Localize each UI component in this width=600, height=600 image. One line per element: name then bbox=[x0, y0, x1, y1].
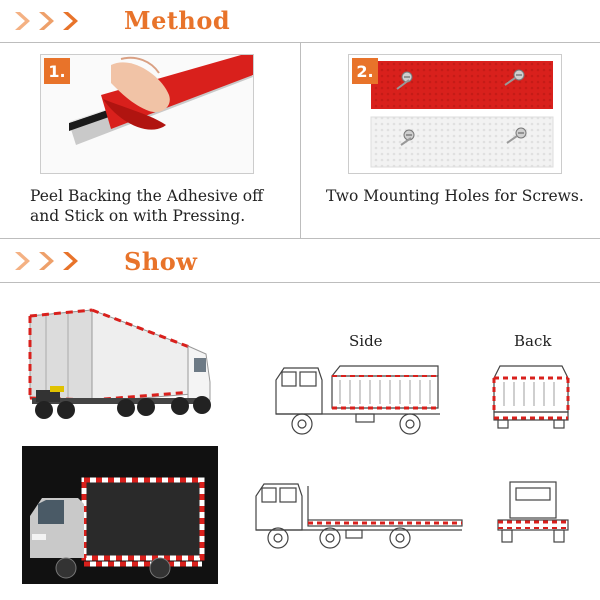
truck-icon bbox=[22, 446, 218, 584]
chevron-right-icon bbox=[39, 12, 54, 30]
step-number-badge: 2. bbox=[352, 58, 378, 84]
box-truck-photo bbox=[22, 302, 218, 426]
divider bbox=[300, 42, 301, 238]
side-view-label: Side bbox=[349, 332, 383, 350]
method-arrows bbox=[12, 10, 82, 32]
chevron-right-icon bbox=[63, 12, 78, 30]
step-1-caption-line-1: Peel Backing the Adhesive off bbox=[30, 187, 264, 205]
divider bbox=[0, 238, 600, 239]
step-number-badge: 1. bbox=[44, 58, 70, 84]
reflector-plates-illustration bbox=[370, 61, 554, 168]
step-1-caption-line-2: and Stick on with Pressing. bbox=[30, 207, 246, 225]
step-2-photo bbox=[348, 54, 562, 174]
step-1-photo bbox=[40, 54, 254, 174]
method-title: Method bbox=[124, 6, 231, 35]
flatbed-truck-back-diagram bbox=[492, 476, 574, 552]
dump-truck-side-diagram bbox=[270, 356, 446, 440]
divider bbox=[0, 282, 600, 283]
truck-icon bbox=[255, 483, 463, 549]
truck-icon bbox=[28, 308, 211, 419]
screw-icon bbox=[506, 127, 527, 144]
truck-icon bbox=[275, 365, 440, 435]
screw-icon bbox=[396, 71, 413, 90]
back-view-label: Back bbox=[514, 332, 552, 350]
night-truck-photo bbox=[22, 446, 218, 584]
step-2-caption: Two Mounting Holes for Screws. bbox=[326, 187, 584, 205]
truck-icon bbox=[497, 481, 569, 543]
chevron-right-icon bbox=[15, 252, 30, 270]
show-arrows bbox=[12, 250, 82, 272]
truck-icon bbox=[492, 365, 570, 429]
dump-truck-back-diagram bbox=[486, 356, 576, 432]
chevron-right-icon bbox=[39, 252, 54, 270]
chevron-right-icon bbox=[15, 12, 30, 30]
chevron-right-icon bbox=[63, 252, 78, 270]
peel-adhesive-illustration bbox=[41, 55, 253, 173]
show-title: Show bbox=[124, 247, 198, 276]
flatbed-truck-side-diagram bbox=[250, 476, 468, 552]
screw-icon bbox=[504, 69, 525, 86]
screw-icon bbox=[400, 129, 415, 146]
